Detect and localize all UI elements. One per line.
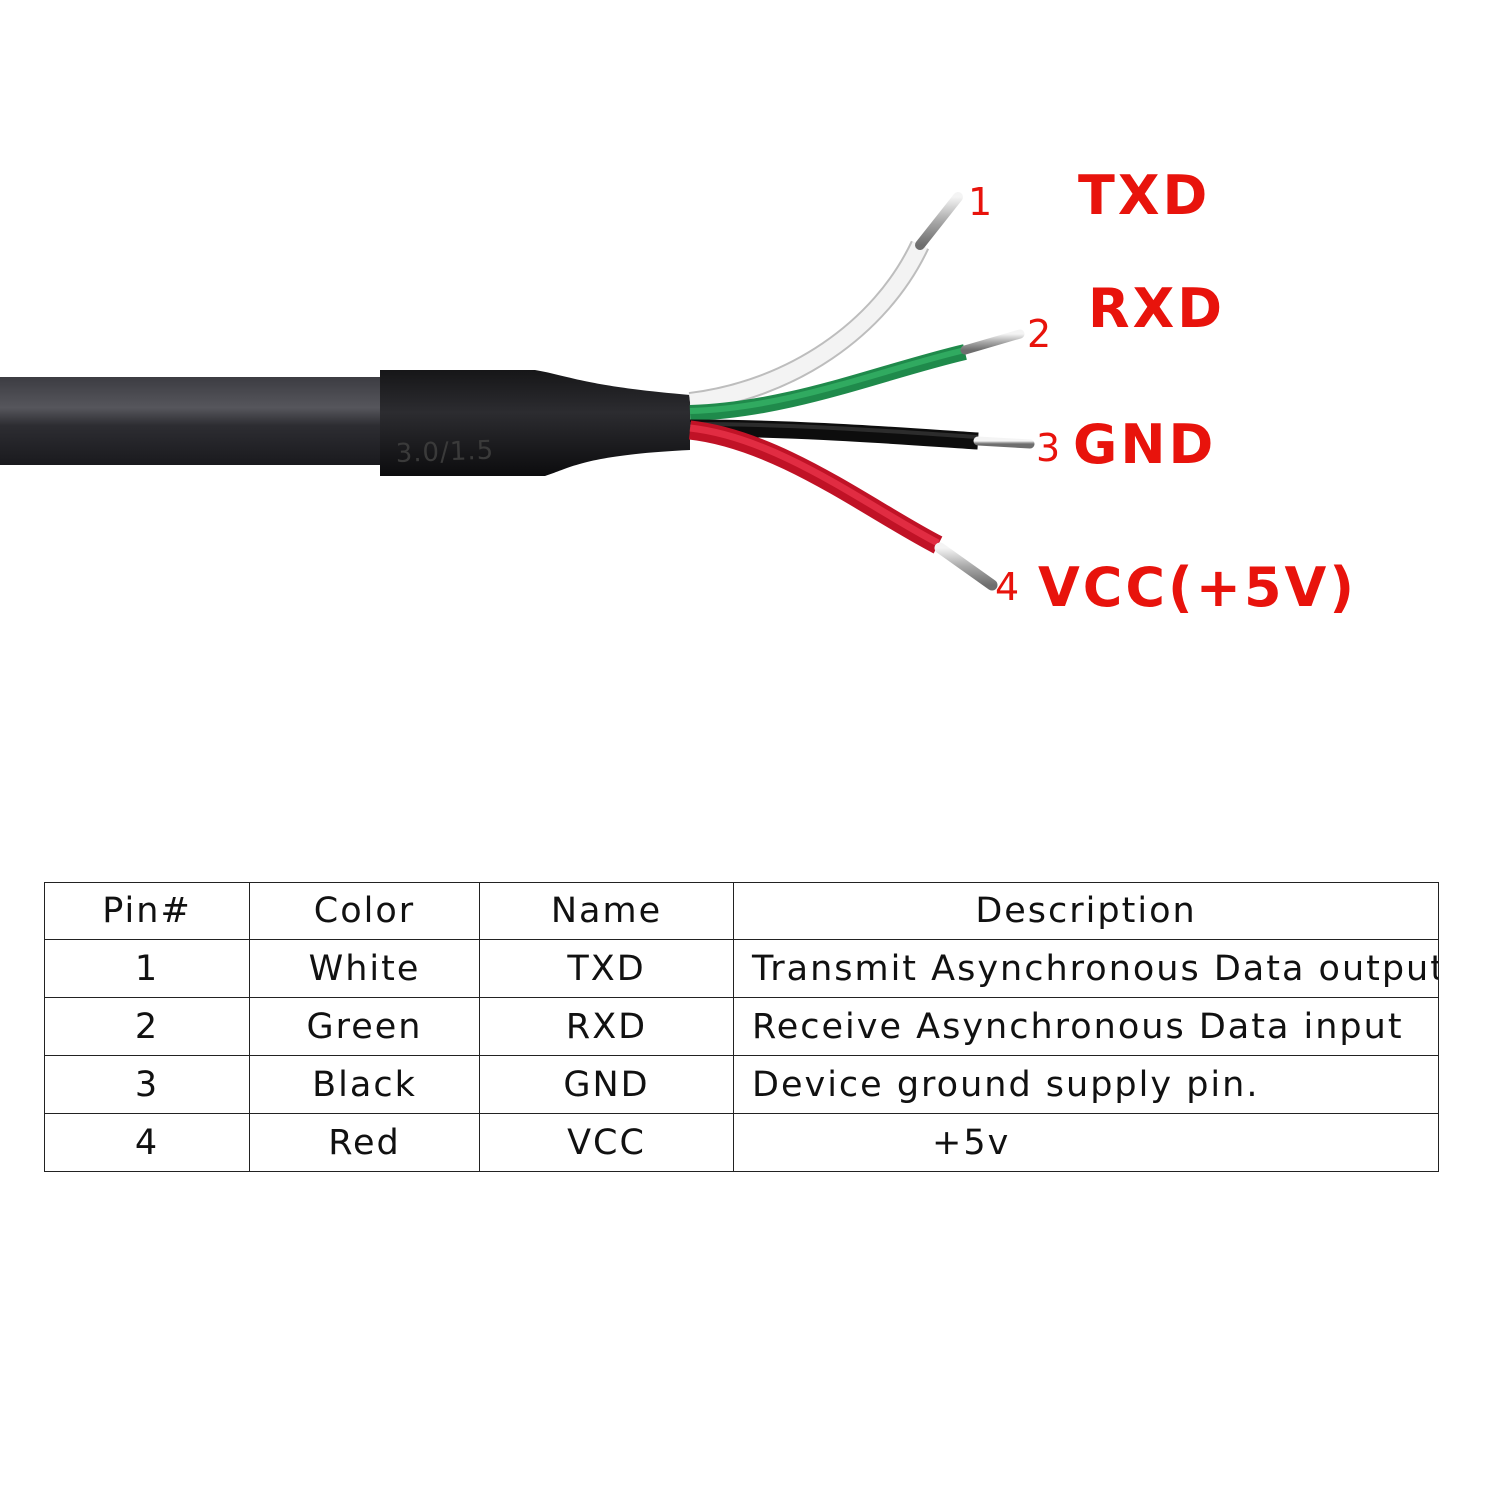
table-row: 2 Green RXD Receive Asynchronous Data in… xyxy=(44,997,1439,1056)
header-description: Description xyxy=(733,882,1439,940)
wire-4-red xyxy=(688,420,998,591)
wire-1-white xyxy=(688,192,963,412)
wire-2-green xyxy=(689,329,1025,421)
wire-4-tip xyxy=(934,542,998,591)
header-color: Color xyxy=(249,882,480,940)
cell-pin: 1 xyxy=(44,939,250,998)
cell-color: White xyxy=(249,939,480,998)
cell-color: Black xyxy=(249,1055,480,1114)
pin-4-name: VCC(+5V) xyxy=(1038,556,1357,619)
heat-shrink-sleeve xyxy=(380,370,690,476)
pin-3-number: 3 xyxy=(1036,426,1060,470)
table-row: 1 White TXD Transmit Asynchronous Data o… xyxy=(44,939,1439,998)
header-name: Name xyxy=(479,882,734,940)
cell-pin: 3 xyxy=(44,1055,250,1114)
wire-3-tip xyxy=(973,436,1035,449)
cell-name: TXD xyxy=(479,939,734,998)
cell-description: Receive Asynchronous Data input xyxy=(733,997,1439,1056)
pin-1-number: 1 xyxy=(968,180,992,224)
cell-name: RXD xyxy=(479,997,734,1056)
cell-description: +5v xyxy=(733,1113,1439,1172)
pin-1-name: TXD xyxy=(1078,164,1210,227)
cell-pin: 2 xyxy=(44,997,250,1056)
table-row: 3 Black GND Device ground supply pin. xyxy=(44,1055,1439,1114)
pin-2-number: 2 xyxy=(1027,312,1051,356)
table-row: 4 Red VCC +5v xyxy=(44,1113,1439,1172)
cell-name: VCC xyxy=(479,1113,734,1172)
pin-3-name: GND xyxy=(1073,413,1216,476)
pin-2-name: RXD xyxy=(1088,277,1225,340)
wire-3-black xyxy=(689,419,1035,450)
cable-jacket xyxy=(0,377,400,465)
wire-2-tip xyxy=(960,329,1025,355)
cell-name: GND xyxy=(479,1055,734,1114)
pin-4-number: 4 xyxy=(995,565,1019,609)
cell-color: Green xyxy=(249,997,480,1056)
cell-description: Device ground supply pin. xyxy=(733,1055,1439,1114)
table-header-row: Pin# Color Name Description xyxy=(44,882,1439,940)
header-pin: Pin# xyxy=(44,882,250,940)
cell-pin: 4 xyxy=(44,1113,250,1172)
cell-color: Red xyxy=(249,1113,480,1172)
pinout-table: Pin# Color Name Description 1 White TXD … xyxy=(44,882,1439,1172)
cell-description: Transmit Asynchronous Data output. xyxy=(733,939,1439,998)
sleeve-marking: 3.0/1.5 xyxy=(395,436,494,469)
wire-1-tip xyxy=(915,192,963,250)
